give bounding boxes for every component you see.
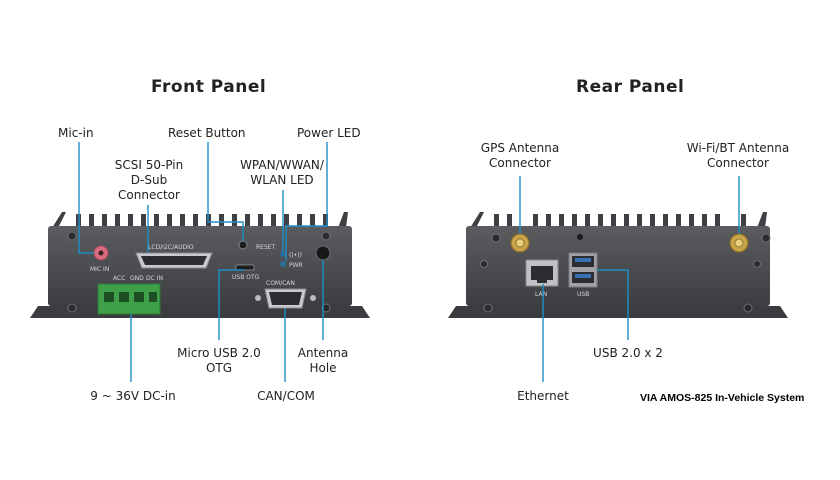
screw-icon <box>761 233 771 243</box>
silk-wifi-symbol: ((•)) <box>289 252 302 259</box>
silk-lan: LAN <box>535 291 547 298</box>
screw-icon <box>483 303 493 313</box>
db9-screw-icon <box>255 295 261 301</box>
screw-icon <box>743 303 753 313</box>
label-wpan-led: WPAN/WWAN/ WLAN LED <box>226 158 338 188</box>
label-usb: USB 2.0 x 2 <box>593 346 663 360</box>
silk-com-can: COM/CAN <box>266 280 295 287</box>
silk-usb: USB <box>577 291 589 298</box>
label-ethernet: Ethernet <box>517 389 569 403</box>
screw-icon <box>753 260 761 268</box>
label-micro-usb-line2: OTG <box>205 361 233 375</box>
label-scsi-line3: Connector <box>118 188 180 202</box>
product-caption: VIA AMOS-825 In-Vehicle System <box>640 392 805 404</box>
label-scsi-connector: SCSI 50-Pin D-Sub Connector <box>104 158 194 203</box>
leader-reset <box>207 142 244 241</box>
label-gps-antenna: GPS Antenna Connector <box>470 141 570 171</box>
front-heatsink-fins <box>52 212 348 228</box>
silk-usb-otg: USB OTG <box>232 274 260 281</box>
front-panel-title: Front Panel <box>151 77 267 97</box>
label-antenna-line1: Antenna <box>297 346 349 360</box>
scsi-connector-pins <box>141 256 207 265</box>
terminal-slot <box>119 292 129 302</box>
label-gps-line2: Connector <box>489 156 551 170</box>
screw-icon <box>67 303 77 313</box>
rear-heatsink-fins <box>470 212 767 228</box>
power-led-icon <box>280 261 286 267</box>
rear-leader-lines <box>519 176 740 382</box>
label-mic-in: Mic-in <box>58 126 94 140</box>
label-wpan-line2: WLAN LED <box>250 173 314 187</box>
micro-usb-port-icon <box>235 264 255 271</box>
terminal-slot <box>104 292 114 302</box>
label-wpan-line1: WPAN/WWAN/ <box>240 158 324 172</box>
label-antenna-line2: Hole <box>309 361 337 375</box>
screw-icon <box>321 303 331 313</box>
db9-connector-pins <box>269 292 302 305</box>
screw-icon <box>491 233 501 243</box>
indicator-hole-icon <box>577 234 583 240</box>
ethernet-port-socket <box>531 266 553 283</box>
reset-button-icon <box>238 240 248 250</box>
label-scsi-line2: D-Sub <box>130 173 168 187</box>
antenna-hole-icon <box>315 245 331 261</box>
silk-dc-in: DC IN <box>146 275 163 282</box>
label-wifi-bt-antenna: Wi-Fi/BT Antenna Connector <box>676 141 800 171</box>
label-micro-usb-line1: Micro USB 2.0 <box>177 346 261 360</box>
wifi-connector-center <box>734 238 744 248</box>
label-dc-in: 9 ~ 36V DC-in <box>90 389 176 403</box>
rear-mounting-flange <box>448 306 788 318</box>
leader-mic-in <box>78 142 94 254</box>
silk-reset: RESET <box>256 244 276 251</box>
front-mounting-flange <box>30 306 370 318</box>
label-wifi-line2: Connector <box>707 156 769 170</box>
gps-connector-center <box>515 238 525 248</box>
leader-power-led <box>285 142 328 261</box>
terminal-slot <box>134 292 144 302</box>
leader-micro-usb <box>218 269 244 340</box>
terminal-slot <box>149 292 157 302</box>
leader-usb <box>597 269 629 340</box>
label-can-com: CAN/COM <box>257 389 315 403</box>
front-leader-lines <box>78 142 328 382</box>
front-device: MIC IN LCD/I2C/AUDIO RESET ((•)) PWR USB… <box>30 212 370 318</box>
screw-icon <box>67 231 77 241</box>
mic-jack-hole <box>98 250 104 256</box>
db9-screw-icon <box>310 295 316 301</box>
label-antenna-hole: Antenna Hole <box>293 346 353 376</box>
label-wifi-line1: Wi-Fi/BT Antenna <box>686 141 790 155</box>
rear-panel-title: Rear Panel <box>576 77 685 97</box>
silk-gnd: GND <box>130 275 144 282</box>
silk-lcd: LCD/I2C/AUDIO <box>148 244 194 251</box>
label-reset-button: Reset Button <box>168 126 246 140</box>
wpan-led-icon <box>280 251 286 257</box>
label-gps-line1: GPS Antenna <box>480 141 560 155</box>
screw-icon <box>321 231 331 241</box>
screw-icon <box>480 260 488 268</box>
rear-device: LAN USB <box>448 212 788 318</box>
usb-port-tongue <box>575 274 591 278</box>
silk-pwr: PWR <box>289 262 303 269</box>
label-power-led: Power LED <box>297 126 361 140</box>
label-micro-usb: Micro USB 2.0 OTG <box>170 346 268 376</box>
usb-port-tongue <box>575 258 591 262</box>
silk-acc: ACC <box>113 275 125 282</box>
label-scsi-line1: SCSI 50-Pin <box>114 158 184 172</box>
rear-chassis-body <box>466 226 770 306</box>
silk-mic-in: MIC IN <box>90 266 109 273</box>
